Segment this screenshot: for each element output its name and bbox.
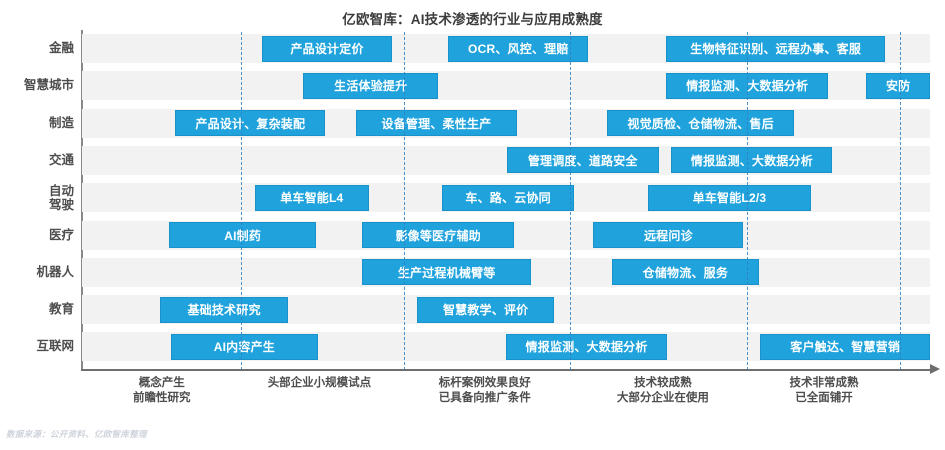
- category-label-交通: 交通: [48, 152, 74, 167]
- maturity-bar[interactable]: 车、路、云协同: [442, 184, 574, 211]
- source-note: 数据来源：公开资料、亿欧智库整理: [6, 429, 147, 439]
- maturity-bar[interactable]: 管理调度、道路安全: [506, 147, 659, 174]
- category-label-机器人: 机器人: [36, 264, 74, 279]
- category-label-自动驾驶: 自动驾驶: [48, 184, 74, 213]
- maturity-bar[interactable]: 智慧教学、评价: [416, 296, 555, 323]
- x-axis-arrow-icon: [930, 364, 940, 374]
- maturity-bar[interactable]: 影像等医疗辅助: [361, 222, 515, 248]
- chart-row: AI内容产生 情报监测、大数据分析 客户触达、智慧营销: [82, 330, 930, 367]
- maturity-bar[interactable]: 生物特征识别、远程办事、客服: [666, 35, 886, 62]
- chart-row: 生活体验提升情报监测、大数据分析安防: [82, 69, 930, 106]
- maturity-bar[interactable]: AI制药: [169, 222, 317, 248]
- page-title: 亿欧智库：AI技术渗透的行业与应用成熟度: [342, 12, 603, 27]
- chart-row: 基础技术研究 智慧教学、评价: [82, 293, 930, 330]
- stage-divider: [241, 32, 243, 370]
- stage-label-stage-3: 标杆案例效果良好已具备向推广条件: [438, 377, 531, 404]
- maturity-bar[interactable]: 产品设计、复杂装配: [175, 110, 326, 137]
- stage-label-stage-1: 概念产生前瞻性研究: [132, 377, 191, 404]
- maturity-bar[interactable]: 单车智能L2/3: [647, 184, 812, 211]
- stage-divider: [746, 32, 748, 370]
- category-label-教育: 教育: [48, 302, 74, 317]
- stage-label-stage-5: 技术非常成熟已全面铺开: [789, 377, 859, 404]
- chart-row: 管理调度、道路安全情报监测、大数据分析: [82, 144, 930, 181]
- stage-label-stage-4: 技术较成熟大部分企业在使用: [616, 377, 709, 404]
- category-label-医疗: 医疗: [48, 227, 74, 242]
- maturity-bar[interactable]: 视觉质检、仓储物流、售后: [606, 110, 795, 137]
- x-axis-line: [81, 369, 932, 371]
- maturity-bar[interactable]: 单车智能L4: [254, 184, 369, 211]
- category-label-金融: 金融: [48, 41, 74, 55]
- category-label-智慧城市: 智慧城市: [23, 78, 74, 93]
- maturity-bar[interactable]: 客户触达、智慧营销: [760, 333, 930, 360]
- chart-row: 单车智能L4 车、路、云协同 单车智能L2/3: [82, 181, 930, 218]
- stage-divider: [900, 32, 902, 370]
- stage-divider: [569, 32, 571, 370]
- chart-row: 产品设计、复杂装配 设备管理、柔性生产 视觉质检、仓储物流、售后: [82, 107, 930, 144]
- maturity-bar[interactable]: 远程问诊: [593, 222, 744, 248]
- maturity-bar[interactable]: AI内容产生: [171, 333, 318, 360]
- maturity-bar[interactable]: 生产过程机械臂等: [361, 259, 532, 286]
- maturity-bar[interactable]: 产品设计定价: [261, 35, 393, 62]
- category-label-互联网: 互联网: [36, 339, 74, 354]
- maturity-bar[interactable]: 生活体验提升: [303, 72, 439, 99]
- stage-label-stage-2: 头部企业小规模试点: [267, 377, 372, 389]
- chart-row: AI制药 影像等医疗辅助 远程问诊: [82, 219, 930, 256]
- maturity-bar[interactable]: 情报监测、大数据分析: [506, 333, 668, 360]
- chart-row: 生产过程机械臂等 仓储物流、服务: [82, 256, 930, 293]
- chart-row: 产品设计定价 OCR、风控、理赔 生物特征识别、远程办事、客服: [82, 32, 930, 69]
- maturity-bar[interactable]: 安防: [866, 72, 930, 99]
- maturity-bar[interactable]: 仓储物流、服务: [612, 259, 759, 286]
- maturity-bar[interactable]: 情报监测、大数据分析: [671, 147, 833, 174]
- maturity-bar[interactable]: 设备管理、柔性生产: [355, 110, 517, 137]
- maturity-bar[interactable]: 基础技术研究: [160, 296, 289, 323]
- stage-divider: [404, 32, 406, 370]
- maturity-bar[interactable]: OCR、风控、理赔: [448, 35, 589, 62]
- category-label-制造: 制造: [48, 115, 74, 130]
